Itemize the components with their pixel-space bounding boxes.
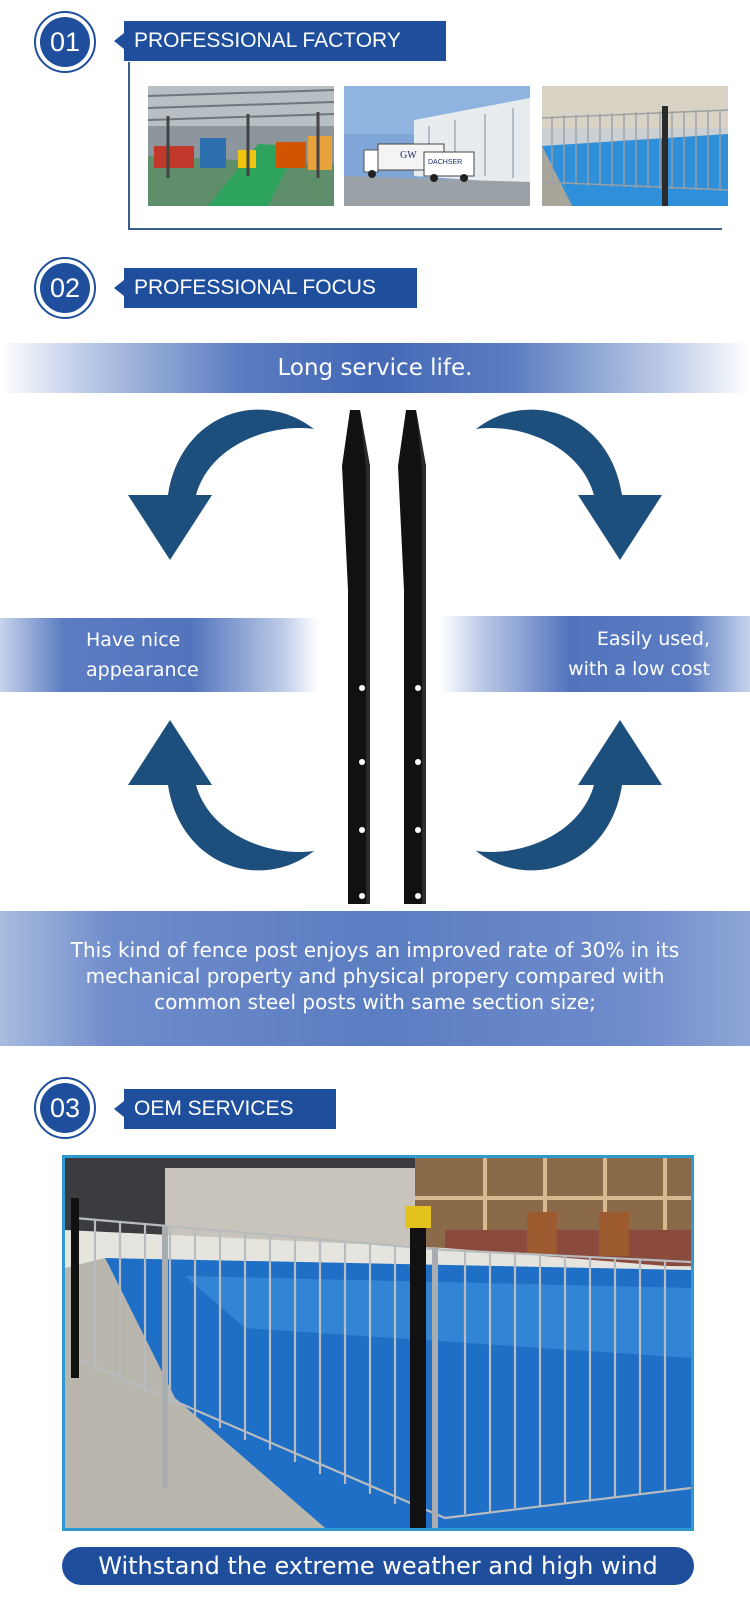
fence-post-right <box>398 410 426 904</box>
section-title: PROFESSIONAL FACTORY <box>114 21 446 61</box>
strength-description-band: This kind of fence post enjoys an improv… <box>0 911 750 1046</box>
warehouse-truck-photo: DACHSER GW <box>344 86 530 206</box>
factory-interior-photo <box>148 86 334 206</box>
low-cost-band: Easily used, with a low cost <box>440 616 750 692</box>
section-number-badge: 03 <box>34 1077 96 1139</box>
factory-photo-frame <box>128 62 722 230</box>
low-cost-line-1: Easily used, <box>596 628 710 650</box>
nice-appearance-line-2: appearance <box>86 659 199 681</box>
low-cost-line-2: with a low cost <box>568 658 710 680</box>
curved-arrow-top-left-icon <box>128 409 314 560</box>
fence-post-left <box>342 410 370 904</box>
curved-arrow-bottom-left-icon <box>128 720 314 871</box>
section-number: 03 <box>40 1083 90 1133</box>
truck-brand-text: DACHSER <box>428 159 462 166</box>
weather-resistance-caption: Withstand the extreme weather and high w… <box>62 1547 694 1613</box>
fence-posts-image <box>342 410 426 904</box>
section-number: 01 <box>40 17 90 67</box>
oem-pool-fence-photo <box>62 1155 694 1531</box>
truck-letters-text: GW <box>400 150 417 161</box>
cycle-arrows <box>128 409 662 871</box>
section-number: 02 <box>40 263 90 313</box>
section-number-badge: 02 <box>34 257 96 319</box>
nice-appearance-band: Have nice appearance <box>0 618 318 692</box>
pool-fence-photo <box>542 86 728 206</box>
nice-appearance-line-1: Have nice <box>86 629 181 651</box>
strength-line-3: common steel posts with same section siz… <box>154 990 596 1014</box>
curved-arrow-bottom-right-icon <box>476 720 662 871</box>
section-header-focus: 02 PROFESSIONAL FOCUS <box>0 257 750 327</box>
section-number-badge: 01 <box>34 11 96 73</box>
section-header-factory: 01 PROFESSIONAL FACTORY <box>0 11 750 81</box>
strength-line-2: mechanical property and physical propery… <box>85 964 665 988</box>
section-title: OEM SERVICES <box>114 1089 336 1129</box>
section-title: PROFESSIONAL FOCUS <box>114 268 417 308</box>
strength-line-1: This kind of fence post enjoys an improv… <box>70 938 680 962</box>
long-service-life-band: Long service life. <box>0 343 750 393</box>
curved-arrow-top-right-icon <box>476 409 662 560</box>
section-header-oem: 03 OEM SERVICES <box>0 1077 750 1147</box>
